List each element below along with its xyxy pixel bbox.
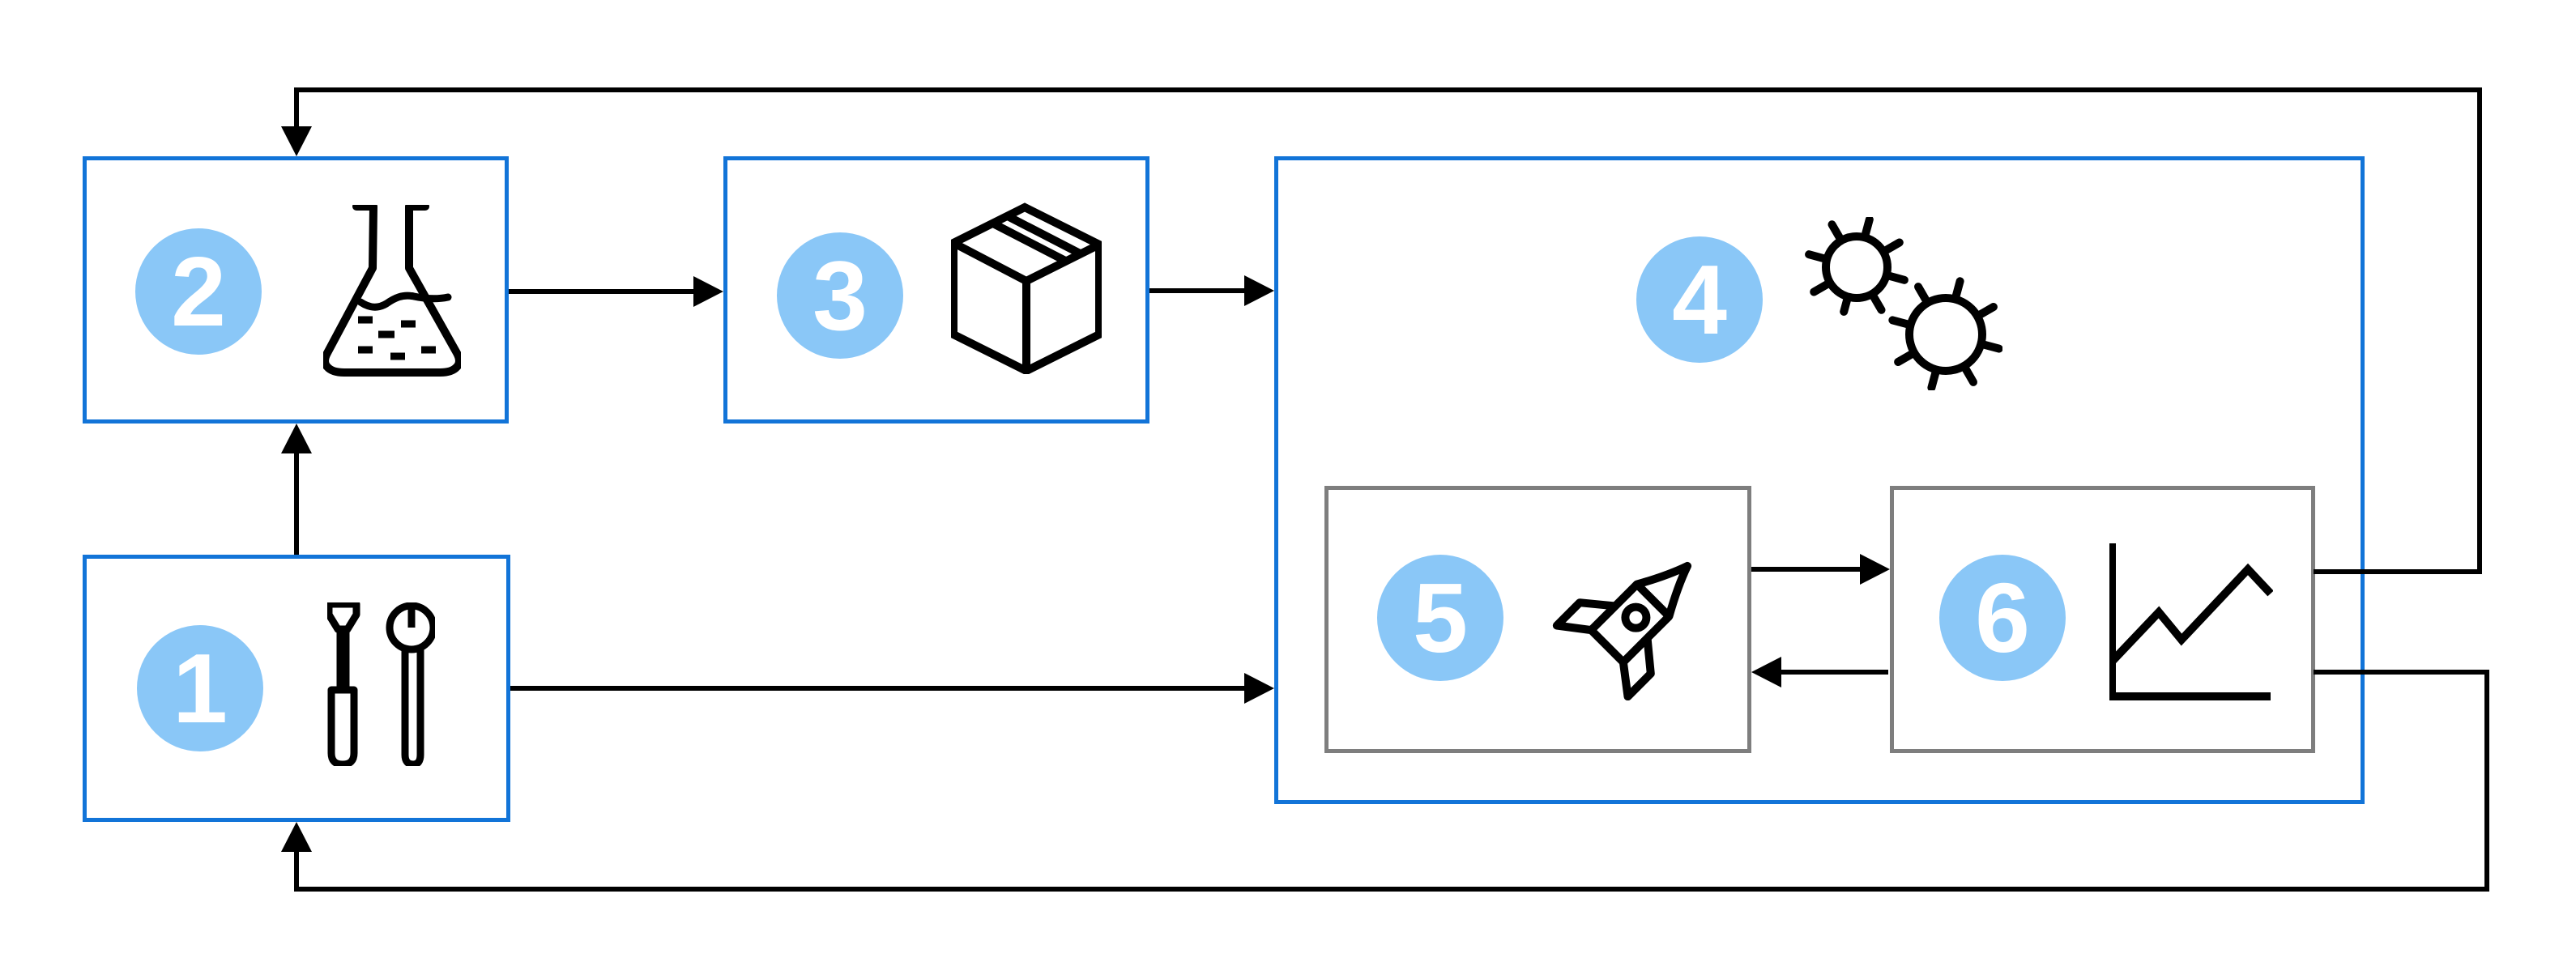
arrow-step1-to-step4 [510, 673, 1274, 704]
arrow-step3-to-step4 [1149, 275, 1274, 306]
step-box-3: 3 [723, 156, 1149, 424]
arrow-step1-to-step2 [281, 424, 312, 555]
screwdriver-icon [327, 602, 360, 766]
step-badge-5: 5 [1377, 555, 1503, 681]
tools-icon [327, 602, 435, 766]
step-box-6: 6 [1890, 486, 2315, 753]
step-badge-1: 1 [137, 625, 263, 751]
flask-icon [323, 205, 461, 377]
step-badge-6: 6 [1939, 555, 2066, 681]
rocket-icon [1552, 561, 1692, 700]
arrow-step2-to-step3 [509, 276, 723, 307]
step-box-5: 5 [1324, 486, 1751, 753]
sun-icon-small [1805, 217, 1909, 316]
step-badge-3: 3 [777, 232, 903, 359]
step-badge-4: 4 [1636, 236, 1763, 363]
step-badge-2: 2 [135, 228, 262, 355]
step-box-1: 1 [83, 555, 510, 822]
line-chart-icon [2109, 543, 2273, 700]
package-icon [951, 202, 1102, 374]
sun-icons [1805, 217, 2002, 390]
step-box-2: 2 [83, 156, 509, 424]
sun-icon-large [1888, 277, 2002, 390]
wrench-icon [386, 602, 435, 766]
step-box-4: 4 [1274, 156, 2365, 804]
